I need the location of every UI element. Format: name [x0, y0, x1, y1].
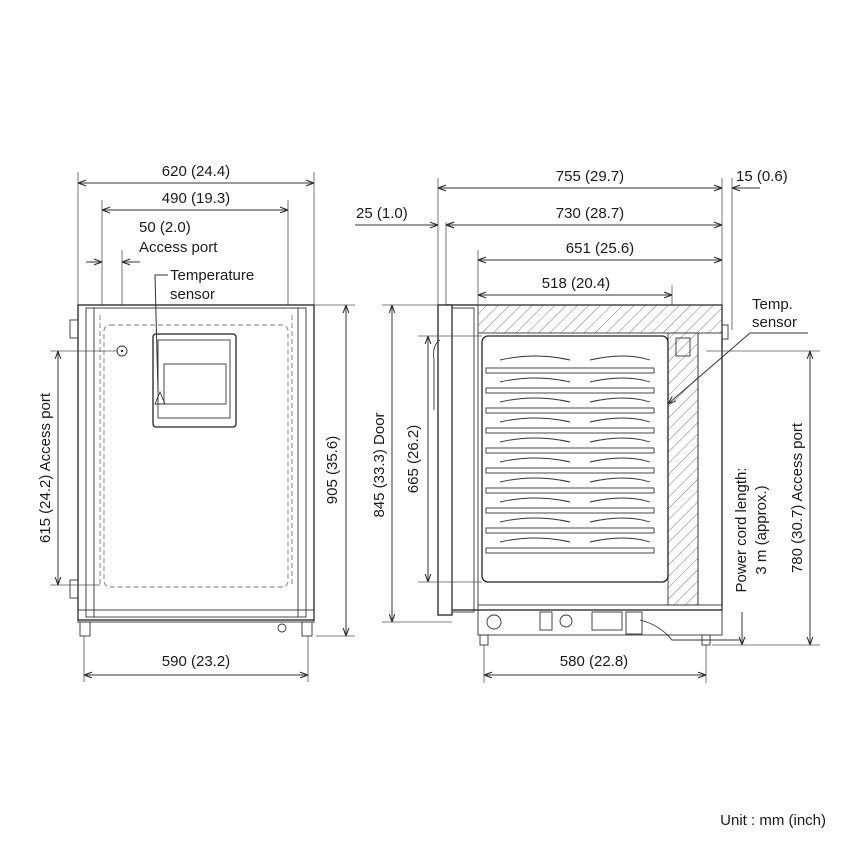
side-depth-body-label: 730 (28.7) [556, 205, 624, 222]
side-temp-sensor-label-2: sensor [752, 314, 797, 331]
door-panel [437, 304, 453, 616]
inner-chamber [481, 335, 669, 583]
side-depth-inner-label: 651 (25.6) [566, 240, 634, 257]
side-depth-overall-label: 755 (29.7) [556, 168, 624, 185]
unit-note: Unit : mm (inch) [720, 812, 826, 829]
side-view: 755 (29.7) 15 (0.6) 25 (1.0) 730 (28.7) … [355, 168, 820, 683]
side-base-width-label: 580 (22.8) [560, 653, 628, 670]
side-temp-sensor-label-1: Temp. [752, 296, 793, 313]
side-depth-shelf-label: 518 (20.4) [542, 275, 610, 292]
temperature-sensor-label-2: sensor [170, 286, 215, 303]
front-view: 620 (24.4) 490 (19.3) 50 (2.0) Access po… [37, 163, 355, 682]
control-panel [152, 333, 237, 428]
rear-base-panel [477, 604, 723, 636]
power-cord-label-1: Power cord length: [733, 467, 750, 592]
side-door-height-label: 845 (33.3) Door [371, 412, 388, 517]
access-port-label: Access port [139, 239, 218, 256]
temperature-sensor-icon [154, 390, 166, 405]
side-access-port-height-label: 780 (30.7) Access port [789, 422, 806, 573]
shelf-stack [485, 355, 655, 554]
side-inner-height-label: 665 (26.2) [405, 425, 422, 493]
front-base-width-label: 590 (23.2) [162, 653, 230, 670]
front-width-inner-label: 490 (19.3) [162, 190, 230, 207]
power-cord-label-2: 3 m (approx.) [753, 485, 770, 574]
front-access-port-height-label: 615 (24.2) Access port [37, 392, 54, 543]
side-door-thickness-label: 25 (1.0) [356, 205, 408, 222]
side-rear-offset-label: 15 (0.6) [736, 168, 788, 185]
access-port-offset-label: 50 (2.0) [139, 219, 191, 236]
temperature-sensor-label-1: Temperature [170, 267, 254, 284]
front-width-overall-label: 620 (24.4) [162, 163, 230, 180]
front-height-overall-label: 905 (35.6) [324, 436, 341, 504]
